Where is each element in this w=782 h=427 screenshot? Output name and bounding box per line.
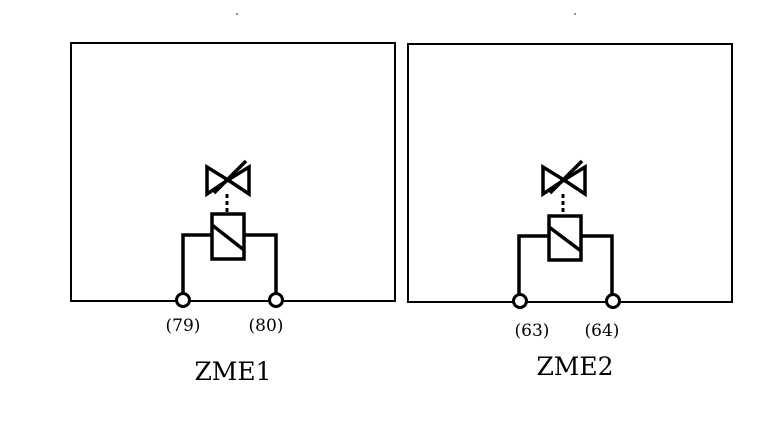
wire-left — [181, 233, 212, 294]
wire-right — [581, 234, 614, 295]
terminal-label: (80) — [249, 316, 284, 336]
unit-label: ZME2 — [536, 352, 613, 381]
dot-mark — [574, 13, 576, 15]
valve-icon — [541, 159, 587, 198]
terminal-label: (79) — [166, 316, 201, 336]
enclosure-box — [70, 42, 396, 302]
terminal-63 — [512, 293, 528, 309]
coil-icon — [547, 214, 583, 262]
unit-label: ZME1 — [194, 357, 271, 386]
unit-zme1: (79) (80) ZME1 — [70, 42, 396, 386]
wire-right — [244, 233, 278, 294]
terminal-label: (63) — [515, 321, 550, 341]
dot-mark — [236, 13, 238, 15]
unit-zme2: (63) (64) ZME2 — [407, 43, 733, 381]
valve-icon — [205, 159, 251, 198]
wire-left — [517, 234, 549, 295]
enclosure-box — [407, 43, 733, 303]
terminal-64 — [605, 293, 621, 309]
terminal-79 — [175, 292, 191, 308]
terminal-80 — [268, 292, 284, 308]
terminal-label: (64) — [585, 321, 620, 341]
